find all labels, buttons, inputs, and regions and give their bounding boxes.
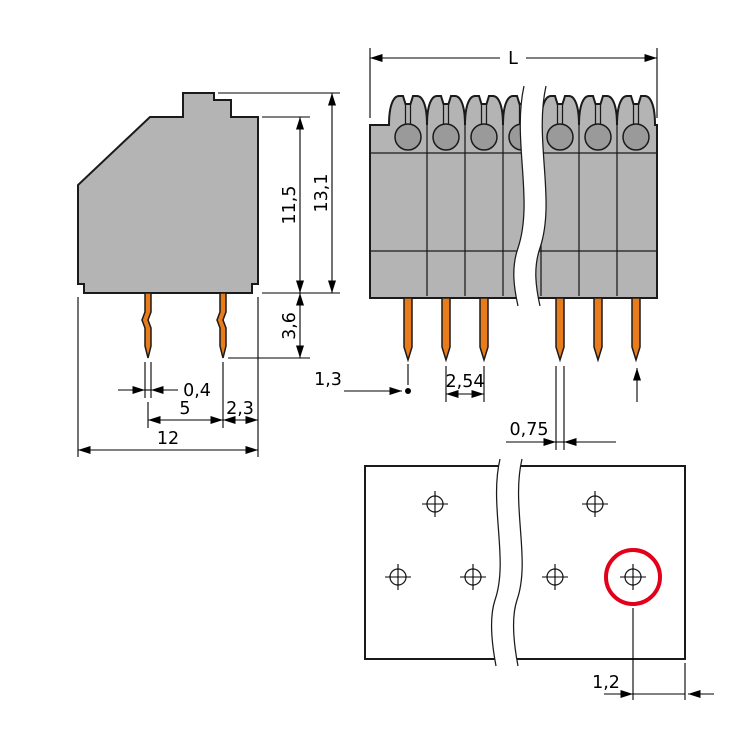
dim-pin-offset-label: 1,3 — [314, 370, 342, 390]
drill-hole — [460, 564, 486, 590]
dim-depth: 12 — [78, 429, 258, 454]
front-view: L 1,3 2,54 0,75 — [314, 48, 658, 450]
dim-length: L — [370, 49, 657, 69]
clamp-spring — [470, 123, 498, 151]
dim-pin-width-label: 0,4 — [183, 381, 211, 401]
drill-hole — [422, 491, 448, 517]
dim-total-height-label: 13,1 — [312, 174, 332, 213]
solder-pin-right — [216, 292, 227, 359]
side-pins — [141, 292, 227, 359]
dim-pitch-label: 2,54 — [446, 372, 485, 392]
clamp-springs — [394, 123, 650, 151]
dim-pin-offset: 1,3 — [314, 370, 411, 395]
dim-pin-width: 0,4 — [118, 381, 211, 401]
drill-hole — [620, 564, 646, 590]
clamp-spring — [394, 123, 422, 151]
dim-hole-offset: 1,2 — [592, 608, 714, 700]
dim-total-height: 13,1 — [312, 93, 336, 293]
dim-length-label: L — [508, 49, 518, 69]
dim-body-height: 11,5 — [280, 117, 304, 293]
solder-pin — [441, 297, 451, 363]
side-body-outline — [77, 92, 259, 294]
dim-pitch: 2,54 — [446, 372, 485, 398]
dim-hole-offset-label: 1,2 — [592, 673, 620, 693]
pcb-outline — [364, 465, 686, 660]
break-band — [491, 459, 523, 666]
clamp-spring — [622, 123, 650, 151]
dim-edge-offset: 2,3 — [223, 399, 258, 424]
solder-pin — [593, 297, 603, 363]
pole-dividers — [371, 104, 656, 296]
side-body — [77, 92, 259, 294]
dim-front-pin-width: 0,75 — [506, 420, 616, 446]
solder-pin-left — [141, 292, 152, 359]
solder-pin — [631, 297, 641, 363]
side-view: 11,5 13,1 3,6 0,4 5 2,3 12 — [77, 92, 340, 457]
solder-pin — [479, 297, 489, 363]
solder-pin — [403, 297, 413, 363]
front-pins — [403, 297, 641, 363]
front-break — [513, 85, 547, 307]
dim-pin-length: 3,6 — [280, 293, 304, 358]
reference-dot — [405, 388, 411, 394]
highlight-circle — [604, 548, 662, 606]
break-band — [513, 86, 547, 306]
drill-hole — [542, 564, 568, 590]
dim-body-height-label: 11,5 — [280, 186, 300, 225]
dim-depth-label: 12 — [157, 429, 179, 449]
dim-pin-length-label: 3,6 — [280, 312, 300, 340]
dim-pin-spacing: 5 — [148, 399, 223, 424]
solder-pin — [555, 297, 565, 363]
clamp-spring — [546, 123, 574, 151]
clamp-spring — [432, 123, 460, 151]
drill-hole — [582, 491, 608, 517]
drilling-plan: 1,2 — [364, 458, 714, 700]
clamp-spring — [584, 123, 612, 151]
dim-edge-offset-label: 2,3 — [226, 399, 254, 419]
pcb-break — [491, 458, 523, 667]
drill-hole — [385, 564, 411, 590]
dim-pin-spacing-label: 5 — [179, 399, 190, 419]
dim-front-pin-width-label: 0,75 — [510, 420, 549, 440]
